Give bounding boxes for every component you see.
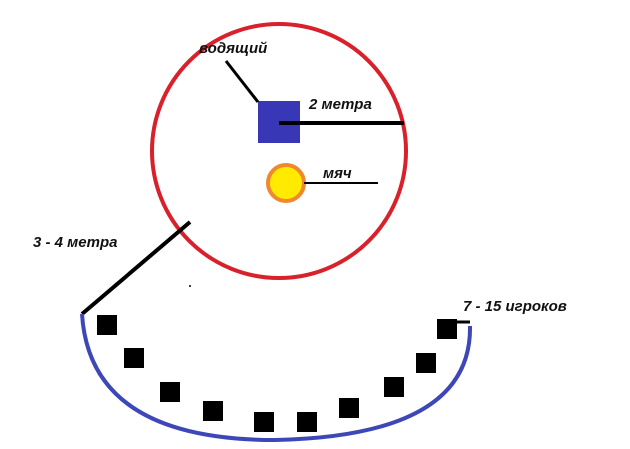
leader-label: водящий: [199, 40, 268, 57]
players-arc: [80, 313, 473, 443]
player-square: [437, 319, 457, 339]
ball-label: мяч: [323, 165, 352, 182]
players-label: 7 - 15 игроков: [463, 298, 567, 315]
player-square: [160, 382, 180, 402]
player-square: [254, 412, 274, 432]
leader-pointer-line: [224, 60, 260, 103]
distance-label: 3 - 4 метра: [33, 234, 118, 251]
player-square: [203, 401, 223, 421]
player-square: [297, 412, 317, 432]
ball: [266, 163, 306, 203]
player-square: [384, 377, 404, 397]
player-square: [339, 398, 359, 418]
player-square: [416, 353, 436, 373]
players-group: [97, 315, 457, 432]
stray-dot: [189, 285, 191, 287]
radius-label: 2 метра: [309, 96, 372, 113]
distance-line: [80, 220, 192, 316]
player-square: [97, 315, 117, 335]
player-square: [124, 348, 144, 368]
play-circle: [150, 22, 408, 280]
